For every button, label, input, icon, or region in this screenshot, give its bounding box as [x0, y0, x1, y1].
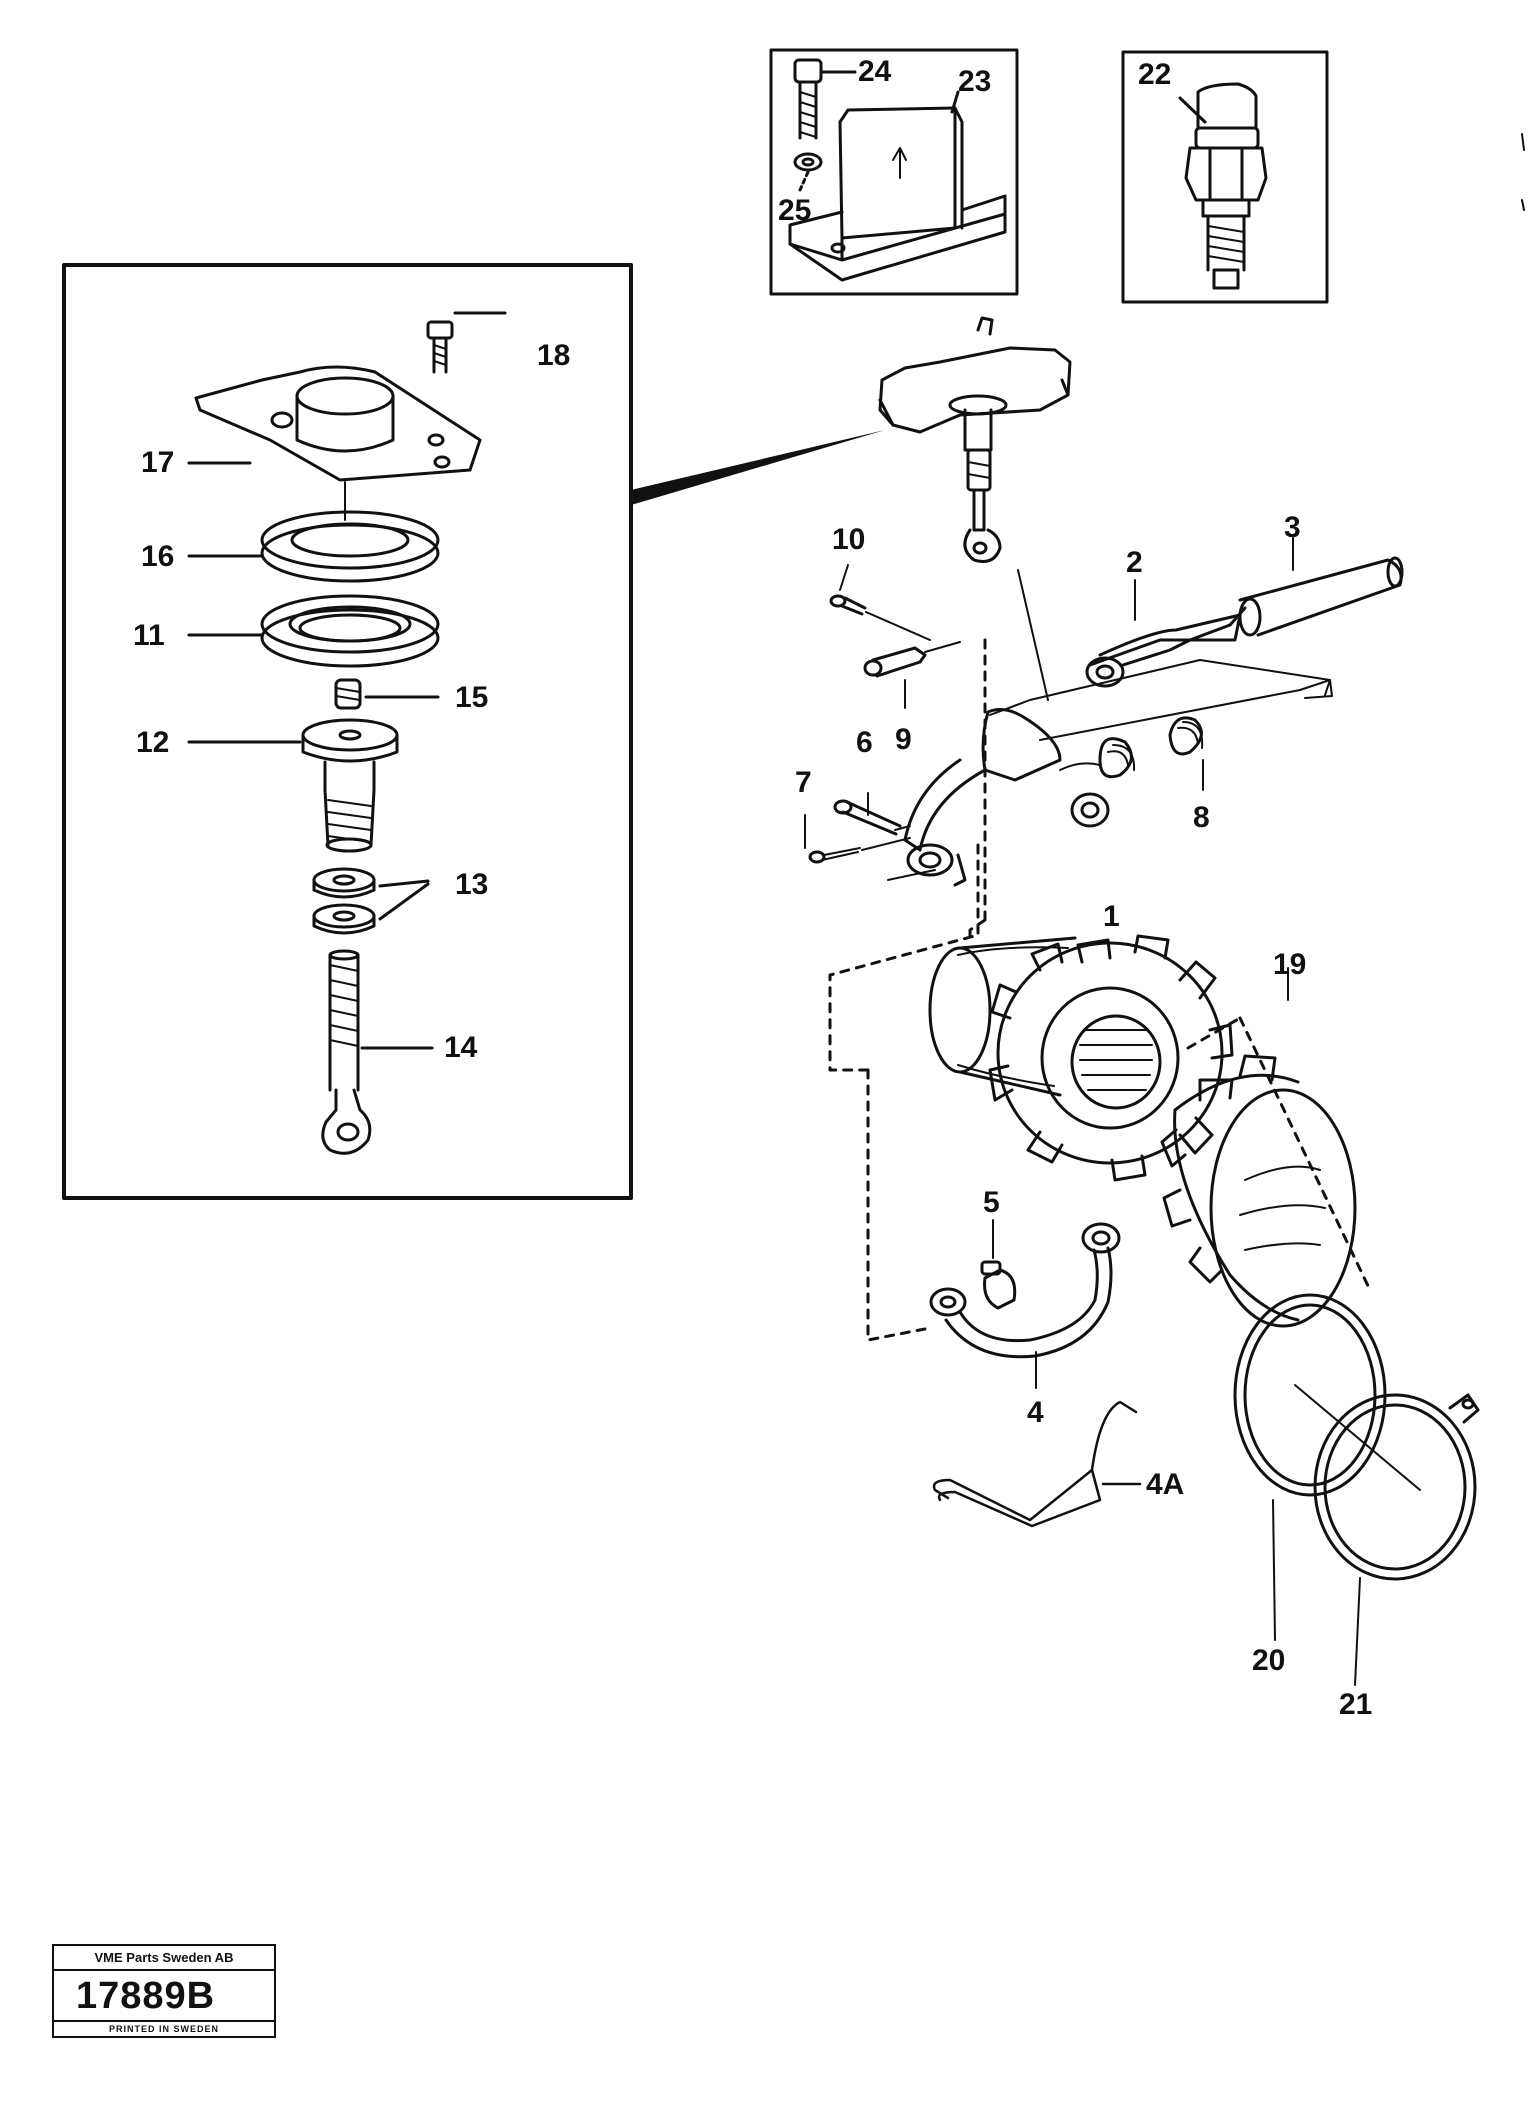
- circlip-21: [1294, 1384, 1480, 1686]
- mounting-plate-17: [187, 311, 507, 482]
- callout-13: 13: [455, 868, 489, 901]
- callout-22: 22: [1138, 58, 1172, 91]
- callout-21: 21: [1339, 1688, 1373, 1721]
- bracket-inset-frame: [769, 48, 1019, 296]
- grease-nipple-15: [334, 678, 440, 710]
- callout-6: 6: [856, 726, 873, 759]
- switch-head: [878, 316, 1072, 701]
- bracket-assembly: [788, 58, 1007, 282]
- nuts-13: [312, 867, 430, 935]
- callout-9: 9: [895, 723, 912, 756]
- callout-25: 25: [778, 194, 812, 227]
- callout-11: 11: [133, 619, 165, 652]
- callout-10: 10: [832, 523, 866, 556]
- callout-1: 1: [1103, 900, 1120, 933]
- drawing-stamp: VME Parts Sweden AB 17889B PRINTED IN SW…: [52, 1944, 276, 2038]
- callout-5: 5: [983, 1186, 1000, 1219]
- shift-fork: [887, 708, 1062, 887]
- callout-8: 8: [1193, 801, 1210, 834]
- callout-4: 4: [1027, 1396, 1044, 1429]
- eye-bolt-14: [321, 949, 434, 1155]
- sleeve-1: [928, 934, 1234, 1182]
- sensor-assembly: [1178, 82, 1268, 290]
- callout-20: 20: [1252, 1644, 1286, 1677]
- callout-23: 23: [958, 65, 992, 98]
- seal-16: [187, 481, 440, 583]
- inset-connector: [631, 430, 885, 505]
- callout-16: 16: [141, 540, 175, 573]
- callout-24: 24: [858, 55, 892, 88]
- callout-4a: 4A: [1146, 1468, 1185, 1501]
- strap-and-bolt: [929, 1219, 1121, 1389]
- detail-inset-frame: [62, 263, 633, 1200]
- circlip-20: [1233, 1293, 1387, 1641]
- callout-7: 7: [795, 766, 812, 799]
- callout-12: 12: [136, 726, 170, 759]
- bearing-11: [187, 594, 440, 668]
- sensor-inset-frame: [1121, 50, 1329, 304]
- callout-2: 2: [1126, 546, 1143, 579]
- stamp-printed-in: PRINTED IN SWEDEN: [108, 2024, 219, 2034]
- callout-14: 14: [444, 1031, 478, 1064]
- stamp-drawing-number: 17889B: [54, 1971, 274, 2022]
- pivot-pin-12: [187, 718, 399, 853]
- small-fasteners: [804, 564, 961, 864]
- callout-3: 3: [1284, 511, 1301, 544]
- callout-18: 18: [537, 339, 571, 372]
- callout-15: 15: [455, 681, 489, 714]
- spring-clip-4a: [932, 1400, 1142, 1528]
- stamp-company: VME Parts Sweden AB: [54, 1946, 274, 1971]
- shaft-and-lever: [989, 537, 1404, 828]
- callout-19: 19: [1273, 948, 1307, 981]
- callout-17: 17: [141, 446, 175, 479]
- guide-lines: [828, 638, 1372, 1342]
